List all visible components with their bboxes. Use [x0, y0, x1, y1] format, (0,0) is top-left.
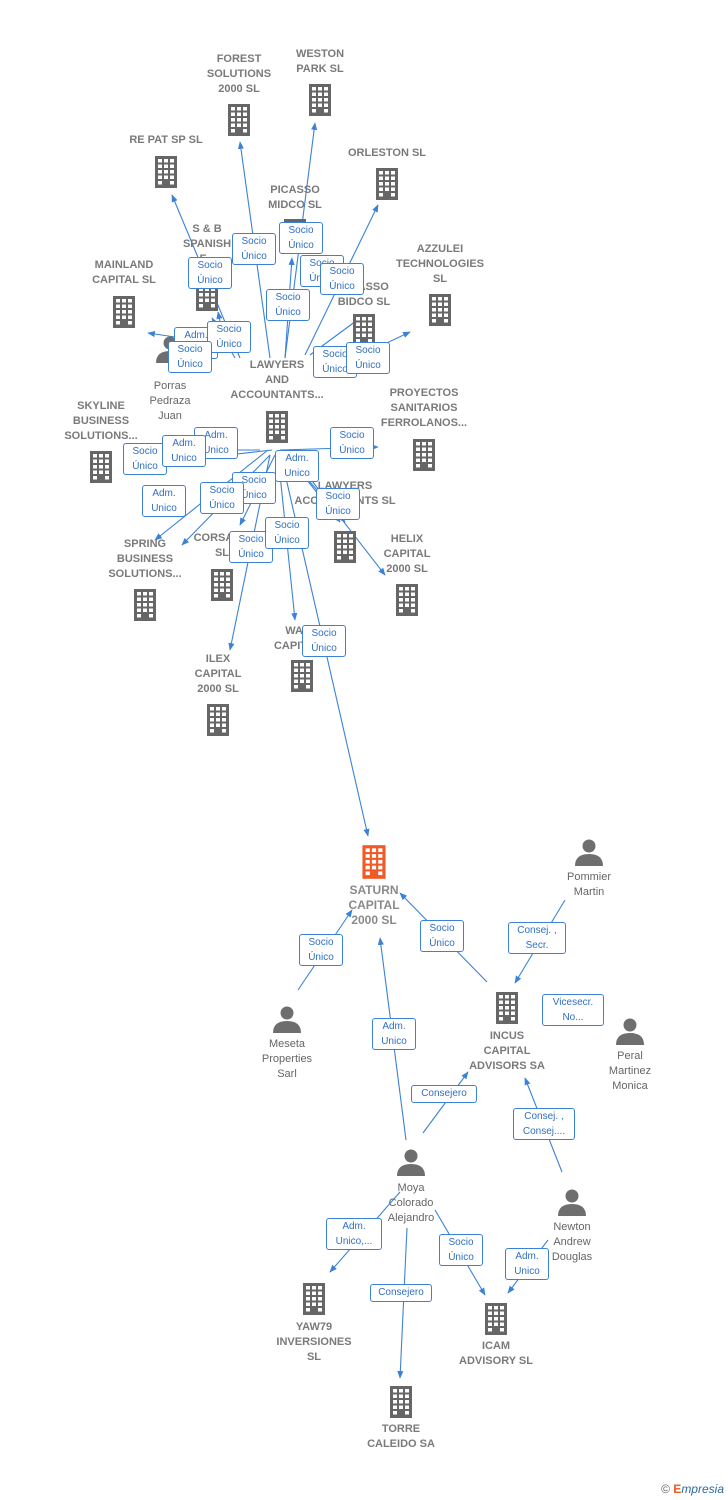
- node-label-lawyers[interactable]: LAWYERS AND ACCOUNTANTS...: [230, 359, 324, 401]
- relation-label-r4[interactable]: Socio Único: [188, 257, 232, 289]
- node-label-newton[interactable]: Newton Andrew Douglas: [551, 1221, 593, 1263]
- building-icon-weston[interactable]: [309, 84, 331, 116]
- building-icon-mainland[interactable]: [113, 296, 135, 328]
- node-label-incus[interactable]: INCUS CAPITAL ADVISORS SA: [469, 1030, 545, 1072]
- person-icon-meseta[interactable]: [273, 1006, 301, 1034]
- relation-label-r23[interactable]: Socio Único: [302, 625, 346, 657]
- relation-label-r11[interactable]: Socio Único: [346, 342, 390, 374]
- building-icon-repat[interactable]: [155, 156, 177, 188]
- node-label-ilex[interactable]: ILEX CAPITAL 2000 SL: [194, 653, 242, 695]
- relation-label-r19[interactable]: Socio Único: [200, 482, 244, 514]
- relation-label-r32[interactable]: Socio Único: [439, 1234, 483, 1266]
- node-label-azzulei[interactable]: AZZULEI TECHNOLOGIES SL: [395, 243, 484, 285]
- node-label-peral[interactable]: Peral Martinez Monica: [608, 1050, 652, 1092]
- building-icon-incus[interactable]: [496, 992, 518, 1024]
- relation-label-r14[interactable]: Socio Único: [123, 443, 167, 475]
- relation-label-r12[interactable]: Socio Único: [330, 427, 374, 459]
- relation-label-r15[interactable]: Adm. Unico: [162, 435, 206, 467]
- relation-label-r16[interactable]: Adm. Unico: [142, 485, 186, 517]
- node-label-yaw79[interactable]: YAW79 INVERSIONES SL: [276, 1321, 352, 1363]
- relation-label-r29[interactable]: Consejero: [411, 1085, 477, 1103]
- node-label-picasso_midco[interactable]: PICASSO MIDCO SL: [268, 184, 322, 211]
- building-icon-walx[interactable]: [291, 660, 313, 692]
- node-label-spring[interactable]: SPRING BUSINESS SOLUTIONS...: [108, 538, 182, 580]
- building-icon-picasso_bidco[interactable]: [353, 314, 375, 346]
- relation-label-r1[interactable]: Socio Único: [232, 233, 276, 265]
- relation-label-r5[interactable]: Socio Único: [320, 263, 364, 295]
- building-icon-torre[interactable]: [390, 1386, 412, 1418]
- relation-label-r25[interactable]: Socio Único: [420, 920, 464, 952]
- building-icon-saturn[interactable]: [362, 845, 386, 879]
- relation-label-r31[interactable]: Adm. Unico,...: [326, 1218, 382, 1250]
- building-icon-azzulei[interactable]: [429, 294, 451, 326]
- person-icon-moya[interactable]: [397, 1149, 425, 1177]
- brand-name: mpresia: [681, 1482, 724, 1496]
- node-label-porras[interactable]: Porras Pedraza Juan: [149, 380, 191, 422]
- relation-label-r20[interactable]: Socio Único: [316, 488, 360, 520]
- relation-label-r26[interactable]: Consej. , Secr.: [508, 922, 566, 954]
- node-label-weston[interactable]: WESTON PARK SL: [295, 48, 345, 75]
- node-label-skyline[interactable]: SKYLINE BUSINESS SOLUTIONS...: [64, 400, 138, 442]
- node-label-meseta[interactable]: Meseta Properties Sarl: [261, 1038, 313, 1080]
- relation-label-r8[interactable]: Socio Único: [207, 321, 251, 353]
- relation-label-r22[interactable]: Socio Único: [265, 517, 309, 549]
- building-icon-spring[interactable]: [134, 589, 156, 621]
- node-label-repat[interactable]: RE PAT SP SL: [129, 134, 203, 146]
- node-label-pommier[interactable]: Pommier Martin: [566, 871, 611, 898]
- icons-layer: [90, 84, 644, 1418]
- building-icon-proyectos[interactable]: [413, 439, 435, 471]
- copyright-symbol: ©: [661, 1482, 670, 1496]
- relation-label-r18[interactable]: Adm. Unico: [275, 450, 319, 482]
- node-label-proyectos[interactable]: PROYECTOS SANITARIOS FERROLANOS...: [380, 387, 468, 429]
- node-label-torre[interactable]: TORRE CALEIDO SA: [367, 1423, 435, 1450]
- building-icon-forest[interactable]: [228, 104, 250, 136]
- person-icon-peral[interactable]: [616, 1018, 644, 1046]
- relation-label-r30[interactable]: Consej. , Consej....: [513, 1108, 575, 1140]
- node-label-orleston[interactable]: ORLESTON SL: [347, 147, 427, 159]
- building-icon-lawyers2[interactable]: [334, 531, 356, 563]
- brand-initial: E: [673, 1482, 682, 1496]
- person-icon-pommier[interactable]: [575, 839, 603, 867]
- relation-label-r6[interactable]: Socio Único: [266, 289, 310, 321]
- building-icon-icam[interactable]: [485, 1303, 507, 1335]
- building-icon-skyline[interactable]: [90, 451, 112, 483]
- person-icon-newton[interactable]: [558, 1189, 586, 1217]
- relation-label-r28[interactable]: Adm. Unico: [372, 1018, 416, 1050]
- building-icon-ilex[interactable]: [207, 704, 229, 736]
- building-icon-orleston[interactable]: [376, 168, 398, 200]
- node-label-forest[interactable]: FOREST SOLUTIONS 2000 SL: [206, 53, 272, 95]
- relation-label-r33[interactable]: Adm. Unico: [505, 1248, 549, 1280]
- node-label-mainland[interactable]: MAINLAND CAPITAL SL: [92, 259, 156, 286]
- building-icon-lawyers[interactable]: [266, 411, 288, 443]
- node-label-moya[interactable]: Moya Colorado Alejandro: [387, 1182, 435, 1224]
- edge-line: [397, 1227, 408, 1379]
- node-label-icam[interactable]: ICAM ADVISORY SL: [459, 1340, 533, 1367]
- building-icon-helix[interactable]: [396, 584, 418, 616]
- relation-label-r27[interactable]: Vicesecr. No...: [542, 994, 604, 1026]
- relation-label-r9[interactable]: Socio Único: [168, 341, 212, 373]
- building-icon-yaw79[interactable]: [303, 1283, 325, 1315]
- footer-brand[interactable]: © Empresia: [661, 1482, 724, 1496]
- node-label-saturn[interactable]: SATURN CAPITAL 2000 SL: [348, 883, 400, 927]
- relation-label-r24[interactable]: Socio Único: [299, 934, 343, 966]
- relation-label-r34[interactable]: Consejero: [370, 1284, 432, 1302]
- relation-label-r2[interactable]: Socio Único: [279, 222, 323, 254]
- building-icon-corsan[interactable]: [211, 569, 233, 601]
- node-label-helix[interactable]: HELIX CAPITAL 2000 SL: [383, 533, 431, 575]
